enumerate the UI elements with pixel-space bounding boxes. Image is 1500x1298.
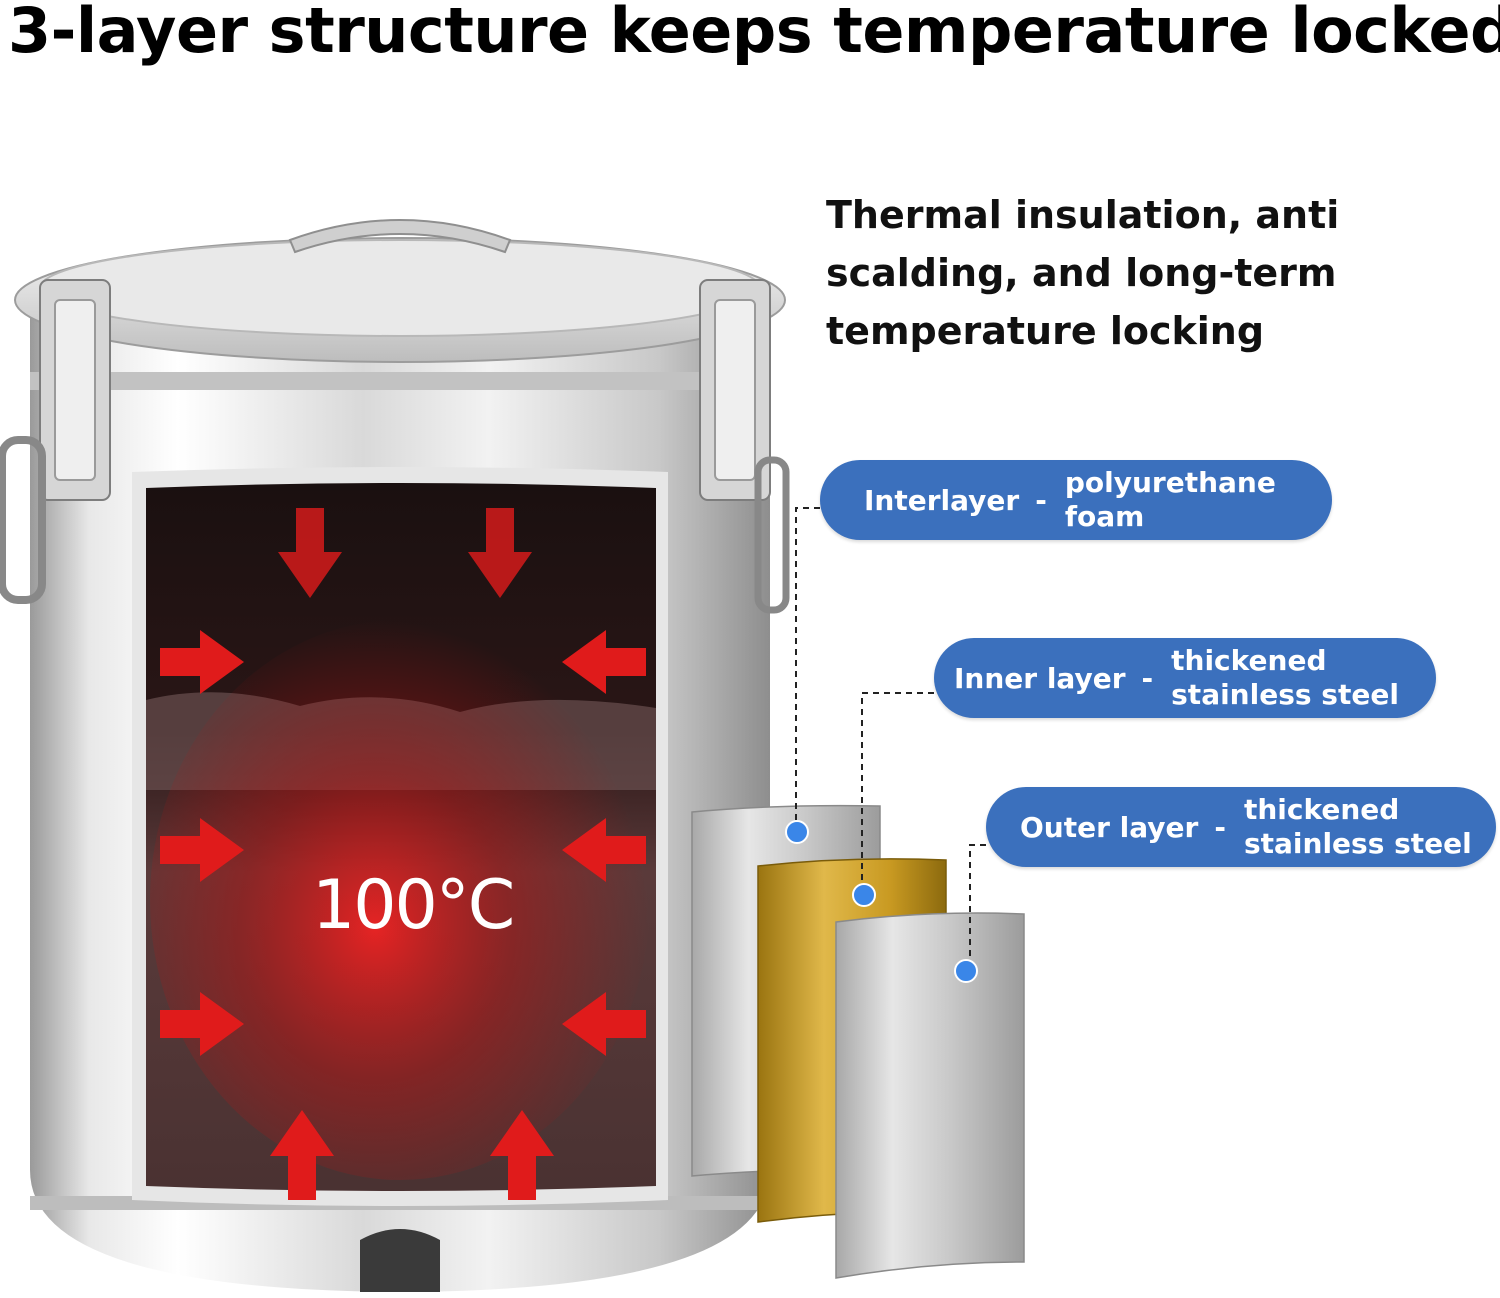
leader-outer	[969, 844, 986, 970]
pill-outer-layer-separator: -	[1214, 810, 1226, 844]
pill-outer-layer-description: thickened stainless steel	[1244, 793, 1472, 861]
leader-interlayer	[795, 507, 820, 832]
pill-inner-layer-label: Inner layer	[954, 661, 1126, 695]
leader-inner	[861, 692, 934, 895]
arrow-left-2	[562, 818, 646, 882]
pill-outer-layer: Outer layer - thickened stainless steel	[986, 787, 1496, 867]
layer-dots	[785, 820, 978, 983]
pill-outer-layer-label: Outer layer	[1020, 810, 1199, 844]
subtitle-line-1: Thermal insulation, anti	[826, 193, 1340, 237]
heat-arrows	[160, 508, 646, 1200]
cutaway-window	[132, 467, 668, 1206]
pill-inner-layer-separator: -	[1141, 661, 1154, 695]
pill-interlayer: Interlayer - polyurethane foam	[820, 460, 1332, 540]
leader-lines	[795, 507, 986, 970]
arrow-left-1	[562, 630, 646, 694]
dot-interlayer	[785, 820, 809, 844]
pill-inner-layer-description: thickened stainless steel	[1171, 644, 1399, 712]
subtitle-line-3: temperature locking	[826, 309, 1265, 353]
headline: 3-layer structure keeps temperature lock…	[8, 0, 1500, 67]
arrow-up-1	[270, 1110, 334, 1200]
pill-interlayer-desc-2: foam	[1064, 500, 1145, 533]
pill-outer-layer-desc-2: stainless steel	[1243, 827, 1472, 860]
pill-interlayer-description: polyurethane foam	[1065, 466, 1276, 534]
subtitle: Thermal insulation, anti scalding, and l…	[826, 186, 1426, 360]
latch-left	[0, 279, 111, 604]
layer-sheets	[691, 804, 1025, 1279]
arrow-down-2	[468, 508, 532, 598]
arrow-down-1	[278, 508, 342, 598]
temperature-label: 100°C	[312, 866, 515, 945]
latch-right	[699, 279, 790, 614]
pot-lid	[14, 219, 786, 363]
subtitle-line-2: scalding, and long-term	[826, 251, 1337, 295]
sheet-outer	[835, 912, 1025, 1279]
pill-inner-layer-desc-2: stainless steel	[1171, 678, 1399, 711]
pill-inner-layer: Inner layer - thickened stainless steel	[934, 638, 1436, 718]
arrow-right-2	[160, 818, 244, 882]
arrow-left-3	[562, 992, 646, 1056]
arrow-up-2	[490, 1110, 554, 1200]
dot-inner	[852, 883, 876, 907]
pill-inner-layer-desc-1: thickened	[1171, 644, 1327, 677]
dot-outer	[954, 959, 978, 983]
pill-interlayer-label: Interlayer	[864, 483, 1020, 517]
pill-interlayer-separator: -	[1035, 483, 1047, 517]
pill-interlayer-desc-1: polyurethane	[1064, 466, 1276, 499]
arrow-right-1	[160, 630, 244, 694]
pill-outer-layer-desc-1: thickened	[1243, 793, 1400, 826]
arrow-right-3	[160, 992, 244, 1056]
